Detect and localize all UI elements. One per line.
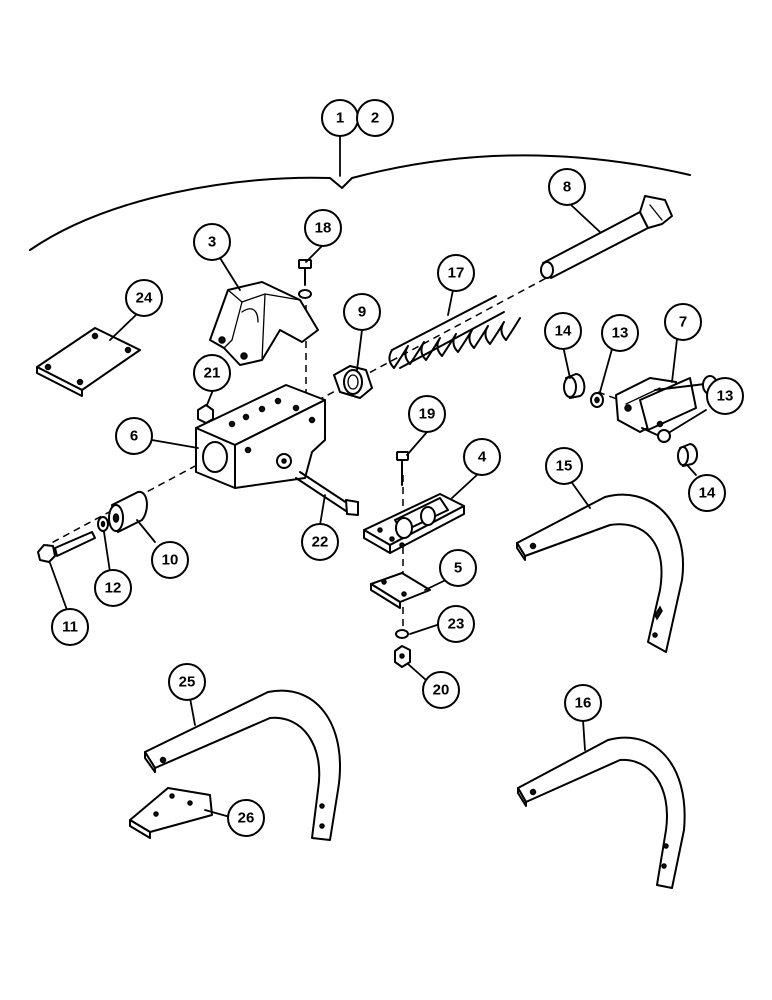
svg-text:5: 5 bbox=[454, 560, 462, 577]
part-22-bolt bbox=[295, 471, 359, 516]
callout-6: 6 bbox=[115, 417, 153, 455]
svg-text:6: 6 bbox=[130, 428, 138, 445]
part-17-spring bbox=[388, 295, 521, 369]
callout-25: 25 bbox=[168, 663, 206, 701]
svg-text:4: 4 bbox=[478, 449, 487, 466]
svg-text:20: 20 bbox=[433, 682, 450, 699]
part-10-bushing bbox=[108, 490, 148, 533]
part-7-bracket bbox=[615, 375, 718, 443]
svg-text:1: 1 bbox=[336, 110, 344, 127]
callout-2: 2 bbox=[356, 99, 394, 137]
part-18-bolt bbox=[298, 259, 312, 299]
svg-text:3: 3 bbox=[208, 234, 216, 251]
callout-14-right: 14 bbox=[688, 474, 726, 512]
svg-text:2: 2 bbox=[371, 110, 379, 127]
leader-lines bbox=[49, 135, 707, 818]
callout-23: 23 bbox=[437, 605, 475, 643]
callout-1: 1 bbox=[321, 99, 359, 137]
part-5-plate bbox=[370, 572, 431, 609]
part-11-bolt bbox=[37, 531, 96, 563]
svg-text:10: 10 bbox=[162, 552, 179, 569]
part-13-bushing-left bbox=[590, 392, 604, 408]
svg-text:24: 24 bbox=[136, 290, 153, 307]
svg-text:21: 21 bbox=[204, 365, 221, 382]
callout-17: 17 bbox=[437, 254, 475, 292]
callout-11: 11 bbox=[51, 608, 89, 646]
part-3-cover bbox=[209, 281, 319, 366]
callout-24: 24 bbox=[125, 279, 163, 317]
callout-26: 26 bbox=[227, 799, 265, 837]
callout-12: 12 bbox=[94, 569, 132, 607]
svg-text:26: 26 bbox=[238, 810, 255, 827]
svg-text:16: 16 bbox=[575, 695, 592, 712]
svg-text:9: 9 bbox=[358, 304, 366, 321]
svg-text:17: 17 bbox=[448, 265, 465, 282]
callout-14-left: 14 bbox=[544, 312, 582, 350]
svg-text:25: 25 bbox=[179, 674, 196, 691]
svg-text:8: 8 bbox=[563, 179, 571, 196]
callout-9: 9 bbox=[343, 293, 381, 331]
callout-21: 21 bbox=[193, 354, 231, 392]
part-20-nut bbox=[394, 645, 411, 668]
callout-4: 4 bbox=[463, 438, 501, 476]
callout-8: 8 bbox=[548, 168, 586, 206]
svg-text:11: 11 bbox=[62, 619, 78, 636]
svg-text:13: 13 bbox=[612, 325, 629, 342]
svg-text:14: 14 bbox=[699, 485, 716, 502]
callout-15: 15 bbox=[545, 447, 583, 485]
part-16-shank bbox=[517, 736, 686, 889]
svg-text:7: 7 bbox=[679, 314, 687, 331]
callout-18: 18 bbox=[304, 209, 342, 247]
svg-text:18: 18 bbox=[315, 220, 332, 237]
part-9-bearing bbox=[333, 365, 373, 399]
svg-text:22: 22 bbox=[312, 534, 329, 551]
callout-3: 3 bbox=[193, 223, 231, 261]
part-23-washer bbox=[395, 629, 409, 639]
svg-text:12: 12 bbox=[105, 580, 122, 597]
callout-20: 20 bbox=[422, 671, 460, 709]
part-4-hinge bbox=[363, 493, 465, 554]
part-19-bolt bbox=[396, 451, 409, 486]
part-14-cap-left bbox=[563, 373, 586, 399]
callout-16: 16 bbox=[564, 684, 602, 722]
part-6-housing bbox=[195, 384, 326, 489]
callout-19: 19 bbox=[408, 395, 446, 433]
callout-13-right: 13 bbox=[706, 377, 744, 415]
part-14-cap-right bbox=[677, 443, 698, 467]
callout-13-left: 13 bbox=[601, 314, 639, 352]
part-12-washer bbox=[97, 516, 109, 532]
callout-7: 7 bbox=[664, 303, 702, 341]
svg-text:13: 13 bbox=[717, 388, 734, 405]
svg-text:23: 23 bbox=[448, 616, 465, 633]
part-26-plate bbox=[129, 787, 213, 839]
part-8-shaft bbox=[540, 195, 673, 279]
svg-text:19: 19 bbox=[419, 406, 436, 423]
callout-22: 22 bbox=[301, 523, 339, 561]
callout-10: 10 bbox=[151, 541, 189, 579]
part-25-shank bbox=[144, 689, 341, 841]
part-24-plate bbox=[36, 327, 141, 397]
part-15-shank bbox=[516, 493, 685, 653]
svg-text:14: 14 bbox=[555, 323, 572, 340]
svg-text:15: 15 bbox=[556, 458, 573, 475]
callout-5: 5 bbox=[439, 549, 477, 587]
assembly-bracket bbox=[29, 154, 691, 251]
